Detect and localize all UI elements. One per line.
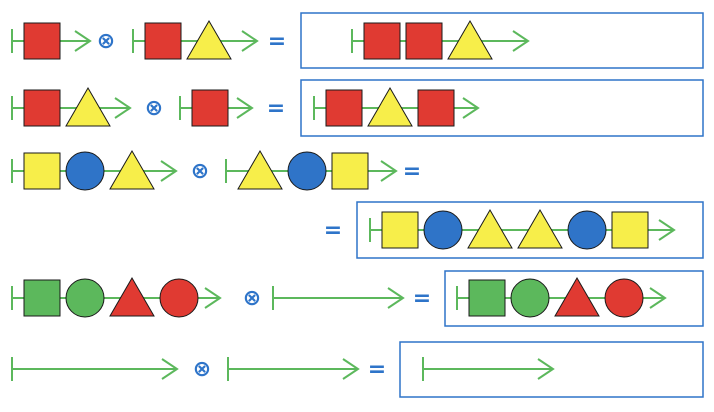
eq4-result-string-green-square-shape-1 [468, 279, 506, 317]
eq1-result-string-arrowhead [512, 30, 530, 52]
eq5-tensor-symbol: ⊗ [193, 357, 211, 382]
eq2-equals-sign: = [267, 96, 285, 121]
eq1-left-string [11, 22, 92, 60]
eq1-right-string-arrowhead [241, 30, 259, 52]
eq3-result-string-blue-circle-shape-2 [423, 210, 463, 250]
eq4-result-box [444, 270, 704, 327]
eq4-left-string [11, 277, 222, 318]
eq5-right-string [227, 357, 360, 381]
eq3-right-string [225, 150, 398, 191]
eq3-left-string-blue-circle-shape-2 [65, 151, 105, 191]
eq3-left-string-yellow-triangle-shape-3 [109, 150, 155, 190]
eq2-tensor-symbol: ⊗ [145, 96, 163, 121]
eq5-right-string-arrowhead [342, 358, 360, 380]
eq2-left-string-arrowhead [114, 97, 132, 119]
eq3-result-string-arrowhead [658, 219, 676, 241]
eq4-right-string-arrowhead [387, 287, 405, 309]
eq3-result-string-yellow-square-shape-6 [611, 211, 649, 249]
eq1-result-string [351, 20, 530, 60]
eq3-tensor-symbol: ⊗ [191, 159, 209, 184]
eq4-result-string-red-circle-shape-4 [604, 278, 644, 318]
eq4-result-string-arrowhead [649, 287, 667, 309]
eq5-equals-sign: = [368, 357, 386, 382]
eq2-left-string [11, 87, 132, 127]
eq2-left-string-red-square-shape-1 [23, 89, 61, 127]
eq3-result-string-yellow-triangle-shape-4 [517, 209, 563, 249]
eq2-result-string-yellow-triangle-shape-2 [367, 87, 413, 127]
eq3-left-string-yellow-square-shape-1 [23, 152, 61, 190]
eq1-right-string-yellow-triangle-shape-2 [186, 20, 232, 60]
eq1-result-box [300, 12, 704, 69]
eq4-left-string-red-circle-shape-4 [159, 278, 199, 318]
eq1-tensor-symbol: ⊗ [97, 29, 115, 54]
eq2-right-string [179, 89, 254, 127]
eq4-result-string-green-circle-shape-2 [510, 278, 550, 318]
eq5-left-string [11, 357, 179, 381]
eq3-right-string-yellow-square-shape-3 [331, 152, 369, 190]
eq3-result-string [369, 209, 676, 250]
eq4-tensor-symbol: ⊗ [243, 286, 261, 311]
eq4-left-string-green-circle-shape-2 [65, 278, 105, 318]
eq2-result-string [313, 87, 480, 127]
eq5-left-string-arrowhead [161, 358, 179, 380]
eq3-result-string-yellow-triangle-shape-3 [467, 209, 513, 249]
eq2-right-string-arrowhead [236, 97, 254, 119]
eq3-equals-sign-top: = [403, 159, 421, 184]
eq1-left-string-arrowhead [74, 30, 92, 52]
eq2-left-string-yellow-triangle-shape-2 [65, 87, 111, 127]
eq2-result-box [300, 79, 704, 137]
eq3-result-string-yellow-square-shape-1 [381, 211, 419, 249]
eq3-left-string-arrowhead [160, 160, 178, 182]
eq3-right-string-yellow-triangle-shape-1 [237, 150, 283, 190]
eq3-right-string-arrowhead [380, 160, 398, 182]
eq3-right-string-blue-circle-shape-2 [287, 151, 327, 191]
eq2-result-string-red-square-shape-3 [417, 89, 455, 127]
eq1-right-string-red-square-shape-1 [144, 22, 182, 60]
eq5-result-box [399, 341, 704, 398]
eq5-result-string-arrowhead [537, 358, 555, 380]
eq1-right-string [132, 20, 259, 60]
eq4-equals-sign: = [413, 286, 431, 311]
eq4-left-string-green-square-shape-1 [23, 279, 61, 317]
eq4-left-string-arrowhead [204, 287, 222, 309]
eq3-result-string-blue-circle-shape-5 [567, 210, 607, 250]
eq2-result-string-red-square-shape-1 [325, 89, 363, 127]
eq4-left-string-red-triangle-shape-3 [109, 277, 155, 317]
eq2-result-string-arrowhead [462, 97, 480, 119]
eq3-left-string [11, 150, 178, 191]
eq1-result-string-red-square-shape-1 [363, 22, 401, 60]
eq3-result-box [356, 201, 704, 259]
eq4-result-string [456, 277, 667, 318]
eq1-equals-sign: = [268, 29, 286, 54]
eq4-result-string-red-triangle-shape-3 [554, 277, 600, 317]
eq4-right-string [272, 286, 405, 310]
eq5-result-string [422, 357, 555, 381]
eq1-result-string-yellow-triangle-shape-3 [447, 20, 493, 60]
eq1-left-string-red-square-shape-1 [23, 22, 61, 60]
eq1-result-string-red-square-shape-2 [405, 22, 443, 60]
eq2-right-string-red-square-shape-1 [191, 89, 229, 127]
eq3-equals-sign-result: = [324, 218, 342, 243]
